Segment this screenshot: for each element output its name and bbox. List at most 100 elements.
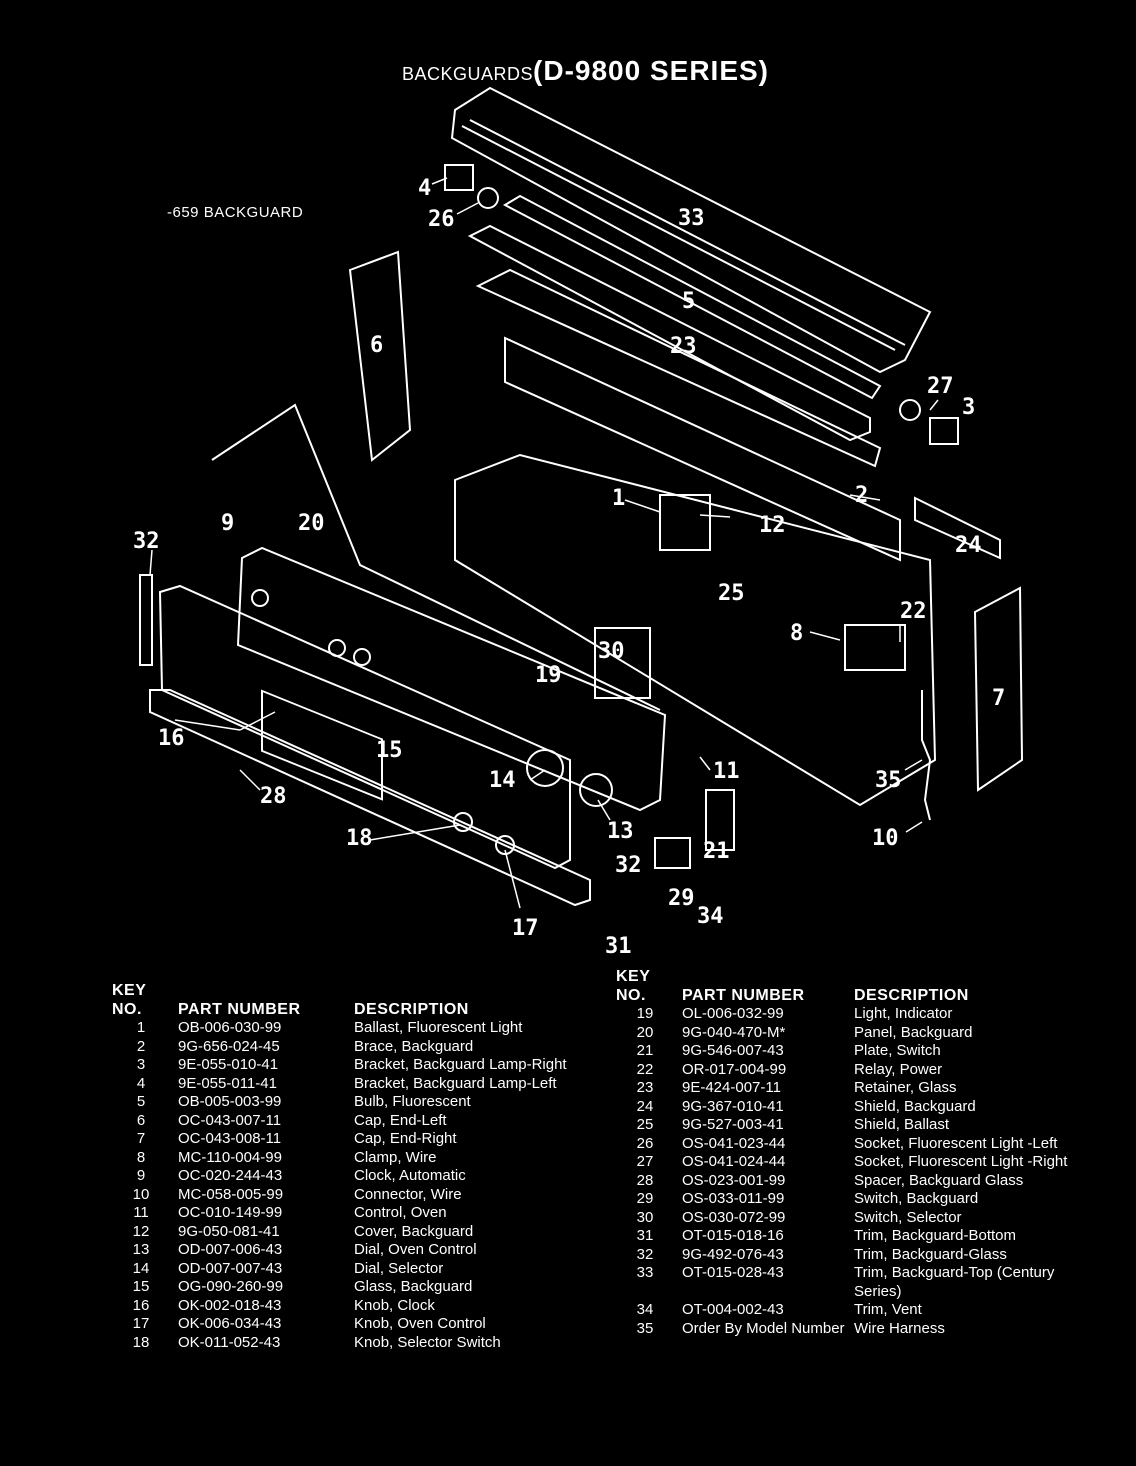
header-description: DESCRIPTION [854, 986, 969, 1004]
key-no-cell: 24 [636, 1097, 654, 1115]
description-cell: Dial, Oven Control [354, 1241, 477, 1258]
part-number-cell: 9G-050-081-41 [178, 1222, 280, 1240]
description-cell: Bulb, Fluorescent [354, 1093, 471, 1110]
callout-9: 9 [221, 511, 234, 536]
callout-25: 25 [718, 581, 745, 606]
callout-15: 15 [376, 738, 403, 763]
oven-control-dial-part [579, 773, 613, 807]
description-cell: Relay, Power [854, 1060, 943, 1078]
end-cap-left-part [348, 250, 412, 462]
callout-32-left: 32 [133, 529, 160, 554]
callout-23: 23 [670, 334, 697, 359]
part-number-cell: OD-007-007-43 [178, 1259, 283, 1277]
description-cell: Cap, End-Right [354, 1130, 457, 1147]
ballast-shield-strip [475, 268, 882, 468]
key-no-cell: 28 [636, 1171, 654, 1189]
key-no-cell: 35 [636, 1319, 654, 1337]
key-no-cell: 21 [636, 1042, 654, 1059]
top-trim-part [450, 86, 932, 374]
description-cell: Dial, Selector [354, 1259, 444, 1277]
part-number-cell: OB-006-030-99 [178, 1019, 282, 1036]
part-number-cell: OC-043-008-11 [178, 1130, 282, 1147]
callout-19: 19 [535, 663, 562, 688]
callout-14: 14 [489, 768, 516, 793]
callout-16: 16 [158, 726, 185, 751]
callout-24: 24 [955, 533, 982, 558]
part-number-cell: OS-041-024-44 [682, 1153, 786, 1170]
key-no-cell: 1 [136, 1019, 146, 1036]
key-no-cell: 22 [636, 1060, 654, 1078]
part-number-cell: OC-020-244-43 [178, 1167, 283, 1184]
callout-10: 10 [872, 826, 899, 851]
callout-32-right: 32 [615, 853, 642, 878]
part-number-cell: OS-033-011-99 [682, 1190, 785, 1207]
description-cell: Light, Indicator [854, 1005, 953, 1022]
description-cell: Panel, Backguard [854, 1023, 973, 1041]
part-number-cell: 9E-424-007-11 [682, 1079, 781, 1096]
description-cell: Spacer, Backguard Glass [854, 1171, 1024, 1189]
description-cell: Glass, Backguard [354, 1278, 473, 1295]
description-cell: Shield, Backguard [854, 1097, 976, 1115]
part-number-cell: OD-007-006-43 [178, 1241, 283, 1258]
callout-31: 31 [605, 934, 632, 959]
part-number-cell: OT-004-002-43 [682, 1301, 784, 1318]
header-key-no: KEY NO. [616, 968, 651, 1004]
table-row: 21 9G-546-007-43 Plate, Switch [616, 1042, 1094, 1061]
part-number-cell: 9G-546-007-43 [682, 1042, 784, 1059]
part-number-cell: OR-017-004-99 [682, 1060, 787, 1078]
description-cell: Socket, Fluorescent Light -Left [854, 1134, 1058, 1152]
description-cell: Socket, Fluorescent Light -Right [854, 1153, 1068, 1170]
description-cell: Knob, Oven Control [354, 1315, 486, 1332]
key-no-cell: 4 [136, 1074, 146, 1092]
key-no-cell: 8 [136, 1148, 146, 1166]
callout-17: 17 [512, 916, 539, 941]
callout-4: 4 [418, 176, 431, 201]
part-number-cell: Order By Model Number [682, 1319, 845, 1337]
key-no-cell: 34 [636, 1301, 654, 1318]
description-cell: Trim, Backguard-Glass [854, 1245, 1007, 1263]
description-cell: Plate, Switch [854, 1042, 941, 1059]
description-cell: Knob, Clock [354, 1296, 435, 1314]
key-no-cell: 32 [636, 1245, 654, 1263]
part-number-cell: OK-006-034-43 [178, 1315, 282, 1332]
key-no-cell: 16 [132, 1296, 150, 1314]
description-cell: Cover, Backguard [354, 1222, 474, 1240]
description-cell: Clock, Automatic [354, 1167, 466, 1184]
key-no-cell: 18 [132, 1333, 150, 1351]
part-number-cell: 9E-055-011-41 [178, 1074, 277, 1092]
callout-27: 27 [927, 374, 954, 399]
description-cell: Control, Oven [354, 1204, 447, 1221]
part-number-cell: OS-030-072-99 [682, 1208, 786, 1226]
wire-harness-part [921, 690, 932, 821]
key-no-cell: 11 [133, 1204, 149, 1221]
callout-30: 30 [598, 639, 625, 664]
diagram-subtitle: -659 BACKGUARD [167, 204, 304, 221]
exploded-view-diagram: 1 2 3 4 5 6 7 8 9 10 11 12 13 14 15 16 1… [133, 86, 1024, 959]
callout-21: 21 [703, 839, 730, 864]
callout-12: 12 [759, 513, 786, 538]
key-no-cell: 31 [636, 1227, 654, 1244]
clock-part [261, 689, 383, 801]
part-number-cell: OC-043-007-11 [178, 1111, 282, 1129]
part-number-cell: OT-015-018-16 [682, 1227, 784, 1244]
